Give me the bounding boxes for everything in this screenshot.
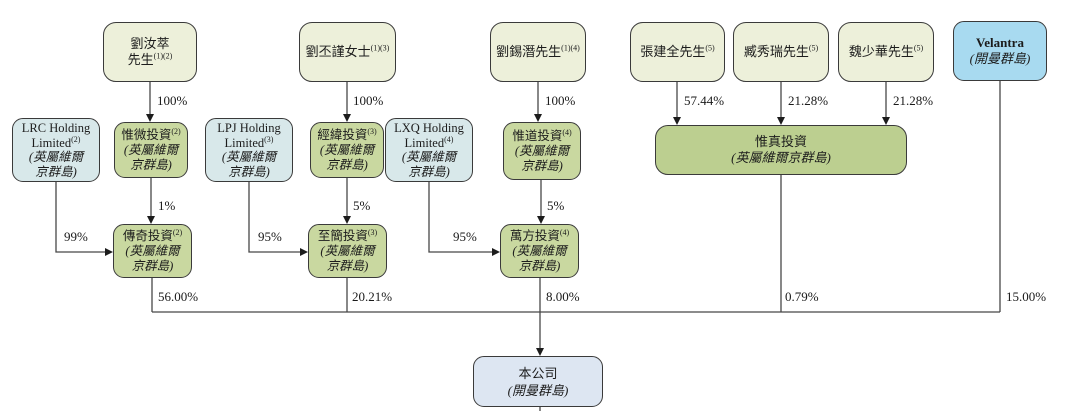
- pct-label-weidao-wanfang: 5%: [547, 198, 565, 213]
- jurisdiction: (英屬維爾京群島): [28, 150, 84, 179]
- node-zang-xiurui: 臧秀瑞先生(5): [733, 22, 829, 82]
- node-velantra: Velantra (開曼群島): [953, 21, 1047, 81]
- pct-label-chuanqi-company: 56.00%: [158, 289, 199, 304]
- person-name: 劉錫潛先生(1)(4): [496, 43, 580, 59]
- node-liu-xiqian: 劉錫潛先生(1)(4): [490, 22, 586, 82]
- pct-label-wei-weizhen: 21.28%: [893, 93, 934, 108]
- pct-label-zhijian-company: 20.21%: [352, 289, 393, 304]
- person-name: 魏少華先生(5): [848, 43, 924, 59]
- node-wei-shaohua: 魏少華先生(5): [838, 22, 934, 82]
- node-liu-rucui: 劉汝萃先生(1)(2): [103, 22, 197, 82]
- jurisdiction: (英屬維爾京群島): [319, 142, 375, 172]
- pct-label-lpj-zhijian: 95%: [258, 229, 282, 244]
- company-name: 惟道投資(4): [512, 127, 572, 143]
- company-name: 至簡投資(3): [317, 227, 378, 243]
- jurisdiction: (開曼群島): [507, 382, 569, 398]
- person-name: 劉丕謹女士(1)(3): [305, 43, 390, 59]
- company-name: 傳奇投資(2): [122, 227, 183, 243]
- node-liu-pijin: 劉丕謹女士(1)(3): [299, 22, 396, 82]
- jurisdiction: (英屬維爾京群島): [221, 150, 277, 179]
- jurisdiction: (英屬維爾京群島): [125, 243, 180, 273]
- person-name: 臧秀瑞先生(5): [743, 43, 819, 59]
- pct-label-liurucui-weiwei: 100%: [157, 93, 188, 108]
- company-name: Velantra: [976, 35, 1024, 50]
- node-the-company: 本公司 (開曼群島): [473, 356, 603, 407]
- node-chuanqi-invest: 傳奇投資(2) (英屬維爾京群島): [113, 224, 192, 278]
- node-weidao-invest: 惟道投資(4) (英屬維爾京群島): [503, 122, 581, 180]
- jurisdiction: (英屬維爾京群島): [123, 142, 179, 172]
- jurisdiction: (英屬維爾京群島): [401, 150, 457, 179]
- jurisdiction: (英屬維爾京群島): [514, 143, 570, 173]
- company-name: 惟真投資: [754, 134, 807, 149]
- node-jingwei-invest: 經緯投資(3) (英屬維爾京群島): [310, 122, 384, 178]
- node-weizhen-invest: 惟真投資 (英屬維爾京群島): [655, 125, 907, 175]
- pct-label-wanfang-company: 8.00%: [546, 289, 580, 304]
- jurisdiction: (英屬維爾京群島): [731, 150, 831, 165]
- pct-label-liuxiqian-weidao: 100%: [545, 93, 576, 108]
- jurisdiction: (英屬維爾京群島): [320, 243, 375, 273]
- pct-label-weizhen-company: 0.79%: [785, 289, 819, 304]
- pct-label-liupijin-jingwei: 100%: [353, 93, 384, 108]
- pct-label-zang-weizhen: 21.28%: [788, 93, 829, 108]
- jurisdiction: (英屬維爾京群島): [512, 243, 567, 273]
- person-name: 張建全先生(5): [640, 43, 715, 59]
- node-weiwei-invest: 惟微投資(2) (英屬維爾京群島): [114, 122, 188, 178]
- company-name: 本公司: [518, 365, 558, 381]
- pct-label-jingwei-zhijian: 5%: [353, 198, 371, 213]
- company-name: 經緯投資(3): [317, 126, 377, 142]
- node-zhang-jianquan: 張建全先生(5): [630, 22, 725, 82]
- pct-label-weiwei-chuanqi: 1%: [158, 198, 176, 213]
- node-zhijian-invest: 至簡投資(3) (英屬維爾京群島): [308, 224, 387, 278]
- jurisdiction: (開曼群島): [969, 51, 1031, 66]
- company-name: 惟微投資(2): [121, 126, 181, 142]
- pct-label-lxq-wanfang: 95%: [453, 229, 477, 244]
- company-name: 萬方投資(4): [509, 227, 570, 243]
- node-wanfang-invest: 萬方投資(4) (英屬維爾京群島): [500, 224, 579, 278]
- pct-label-velantra-company: 15.00%: [1006, 289, 1047, 304]
- person-name: 劉汝萃先生(1)(2): [127, 36, 173, 67]
- pct-label-lrc-chuanqi: 99%: [64, 229, 88, 244]
- pct-label-zhang-weizhen: 57.44%: [684, 93, 725, 108]
